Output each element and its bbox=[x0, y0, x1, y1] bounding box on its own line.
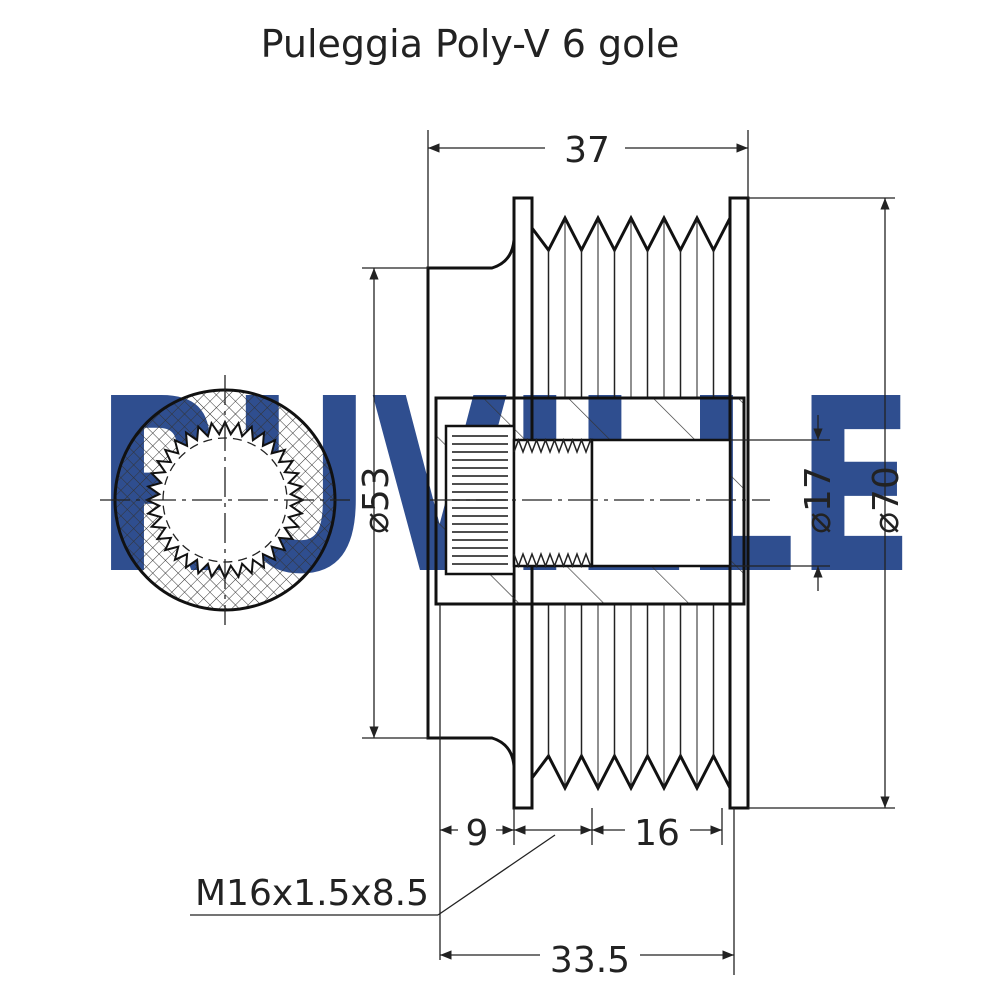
svg-text:33.5: 33.5 bbox=[550, 940, 630, 981]
thread-profile bbox=[513, 437, 596, 569]
dimension-outer-diameter: ⌀70 bbox=[748, 197, 907, 809]
svg-text:M16x1.5x8.5: M16x1.5x8.5 bbox=[195, 873, 429, 914]
drawing-title: Puleggia Poly-V 6 gole bbox=[260, 22, 680, 66]
dimension-body-length: 33.5 bbox=[440, 808, 735, 981]
svg-text:16: 16 bbox=[634, 813, 680, 854]
svg-text:37: 37 bbox=[564, 130, 610, 171]
dimension-spline-and-bore-depth: 9 16 bbox=[439, 604, 723, 960]
dimension-overall-length: 37 bbox=[427, 130, 749, 268]
dim-70-label: ⌀70 bbox=[866, 466, 907, 534]
end-view bbox=[100, 375, 350, 625]
dimension-hub-diameter: ⌀53 bbox=[356, 267, 428, 739]
dim-53-label: ⌀53 bbox=[356, 466, 397, 534]
dimension-bore-diameter: ⌀17 bbox=[730, 415, 839, 591]
thread-callout: M16x1.5x8.5 bbox=[190, 834, 556, 916]
dim-17-label: ⌀17 bbox=[798, 466, 839, 534]
pulley-side-view bbox=[426, 196, 770, 810]
svg-text:9: 9 bbox=[466, 813, 489, 854]
groove-lines bbox=[547, 218, 715, 788]
